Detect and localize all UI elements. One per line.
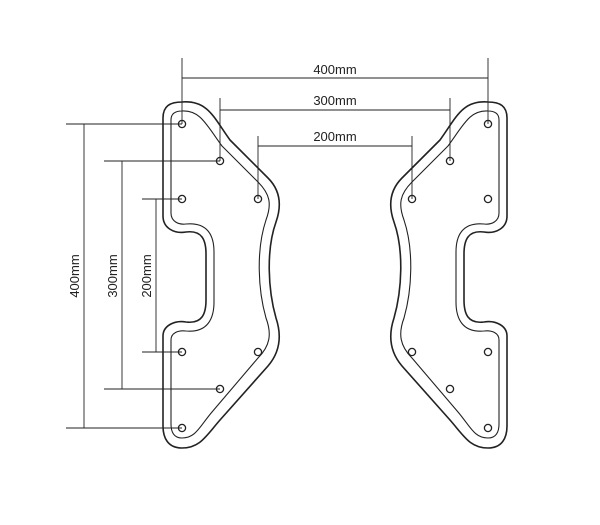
left-bracket-inner-outline bbox=[170, 110, 270, 439]
dim-200-h-label: 200mm bbox=[313, 129, 356, 144]
right-bracket-outline bbox=[389, 101, 508, 449]
left-hole-200-bottom bbox=[253, 347, 263, 357]
vertical-dimensions: 400mm 300mm 200mm bbox=[66, 123, 220, 429]
right-bracket bbox=[389, 101, 508, 449]
dim-200-v-label: 200mm bbox=[139, 254, 154, 297]
left-bracket bbox=[162, 101, 281, 449]
dim-400-h-label: 400mm bbox=[313, 62, 356, 77]
dim-300-h-label: 300mm bbox=[313, 93, 356, 108]
right-bracket-inner-outline bbox=[400, 110, 500, 439]
right-hole-400-bottom bbox=[483, 423, 493, 433]
right-hole-200-bottom bbox=[407, 347, 417, 357]
horizontal-dimensions: 400mm 300mm 200mm bbox=[181, 58, 489, 199]
left-bracket-outline bbox=[162, 101, 281, 449]
right-hole-300-bottom bbox=[445, 384, 455, 394]
dim-300-v-label: 300mm bbox=[105, 254, 120, 297]
dim-400-v-label: 400mm bbox=[67, 254, 82, 297]
right-hole-mid-top bbox=[483, 194, 493, 204]
right-hole-mid-bottom bbox=[483, 347, 493, 357]
